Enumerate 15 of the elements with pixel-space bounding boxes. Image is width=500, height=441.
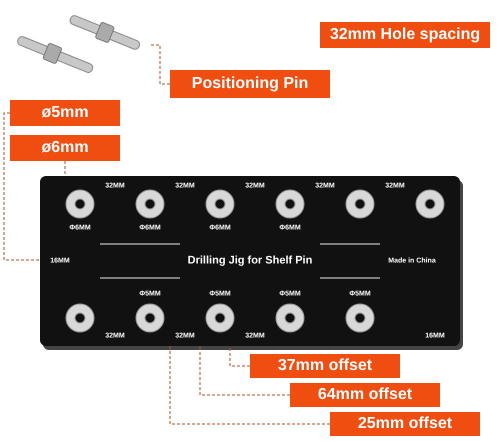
callout-label: Positioning Pin: [170, 70, 330, 98]
leader-line: [64, 160, 66, 176]
leader-line: [4, 112, 40, 260]
callout-label: 32mm Hole spacing: [320, 22, 490, 48]
leader-line: [200, 346, 290, 396]
callout-label: 37mm offset: [250, 354, 400, 378]
callout-label: ø6mm: [10, 135, 120, 161]
leader-line: [230, 346, 250, 366]
engraved-text: Drilling Jig for Shelf Pin: [188, 256, 312, 266]
drilling-jig-plate: [40, 176, 460, 346]
callout-label: ø5mm: [10, 100, 120, 126]
callout-label: 64mm offset: [290, 383, 440, 407]
leader-line: [150, 44, 170, 84]
leader-line: [170, 346, 330, 424]
callout-label: 25mm offset: [330, 412, 480, 436]
